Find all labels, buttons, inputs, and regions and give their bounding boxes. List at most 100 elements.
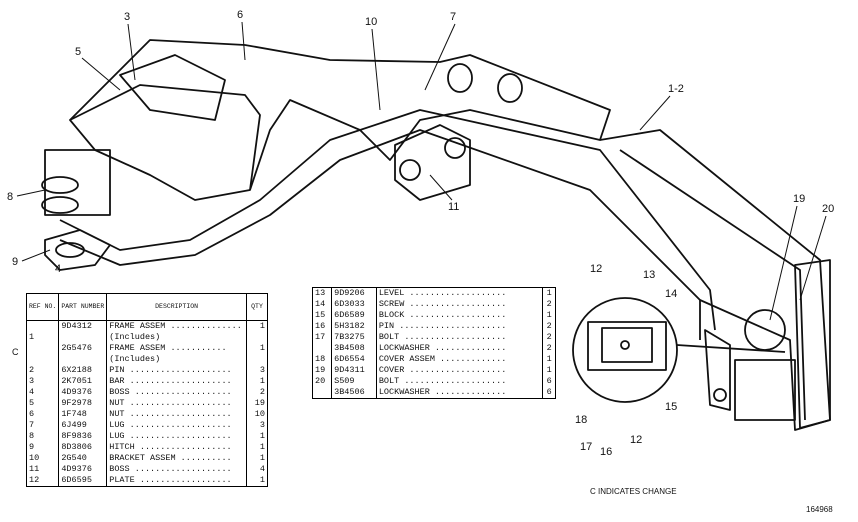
cell-qty: 1 bbox=[546, 354, 552, 364]
cell-desc: PLATE .................. bbox=[106, 475, 247, 487]
cell-qty: 3 bbox=[259, 365, 265, 375]
cell-desc: BOLT .................... bbox=[376, 332, 544, 343]
cell-desc: PIN ..................... bbox=[376, 321, 544, 332]
cell-ref bbox=[26, 354, 60, 365]
cell-part bbox=[331, 398, 377, 399]
cell-qty: 1 bbox=[546, 288, 552, 298]
cell-part: 4D9376 bbox=[58, 464, 108, 475]
callout-10: 10 bbox=[365, 16, 377, 28]
cell-desc: COVER ASSEM ............. bbox=[376, 354, 544, 365]
cell-qty: 1 bbox=[259, 376, 265, 386]
cell-qty: 19 bbox=[254, 398, 265, 408]
frame-top-plate bbox=[69, 84, 261, 191]
cell-ref: 6 bbox=[26, 409, 60, 420]
leader-19 bbox=[769, 205, 798, 321]
cell-part: S509 bbox=[331, 376, 377, 387]
cell-part: 9D9206 bbox=[331, 287, 377, 299]
front-frame-outline bbox=[69, 39, 611, 201]
callout-1-2: 1-2 bbox=[668, 83, 684, 95]
hitch-bore bbox=[55, 242, 85, 258]
cell-ref: 17 bbox=[312, 332, 333, 343]
leader-9 bbox=[21, 249, 51, 262]
frame-opening bbox=[119, 54, 226, 121]
cell-ref: 20 bbox=[312, 376, 333, 387]
inset-level-block bbox=[601, 327, 653, 363]
cell-part: 8D3806 bbox=[58, 442, 108, 453]
callout-7: 7 bbox=[450, 11, 456, 23]
inset-callout-17: 17 bbox=[580, 441, 592, 453]
side-rail-lower bbox=[59, 129, 701, 340]
cell-ref: 3 bbox=[26, 376, 60, 387]
cell-ref bbox=[26, 320, 60, 332]
change-marker: C bbox=[12, 347, 19, 357]
callout-4: 4 bbox=[55, 263, 61, 275]
cell-desc: LUG .................... bbox=[106, 431, 247, 442]
inset-cover-plate bbox=[587, 321, 667, 371]
cell-qty: 4 bbox=[259, 464, 265, 474]
cell-desc: (Includes) bbox=[106, 354, 247, 365]
cell-ref bbox=[312, 343, 333, 354]
cell-ref: 13 bbox=[312, 287, 333, 299]
cell-qty: 1 bbox=[546, 310, 552, 320]
cell-qty bbox=[247, 354, 268, 365]
cell-ref: 18 bbox=[312, 354, 333, 365]
parts-table-left: REF NO. PART NUMBER DESCRIPTION QTY 9D43… bbox=[26, 293, 268, 487]
cell-desc: BLOCK ................... bbox=[376, 310, 544, 321]
cell-ref: 2 bbox=[26, 365, 60, 376]
cell-part: 2G540 bbox=[58, 453, 108, 464]
cell-desc: BRACKET ASSEM .......... bbox=[106, 453, 247, 464]
cell-part: 3B4506 bbox=[331, 387, 377, 398]
table-row: 1(Includes) bbox=[26, 332, 268, 343]
header-desc: DESCRIPTION bbox=[106, 293, 247, 321]
cell-part: 2G5476 bbox=[58, 343, 108, 354]
cell-ref bbox=[26, 343, 60, 354]
change-note: C INDICATES CHANGE bbox=[590, 487, 677, 496]
cell-part: 4D9376 bbox=[58, 387, 108, 398]
callout-8: 8 bbox=[7, 191, 13, 203]
cell-qty: 1 bbox=[259, 431, 265, 441]
cell-part: 2K7051 bbox=[58, 376, 108, 387]
table-row bbox=[312, 398, 556, 399]
bracket-bore bbox=[399, 159, 421, 181]
side-rail-upper bbox=[59, 109, 716, 331]
front-lugs bbox=[44, 149, 111, 216]
cell-part: 5H3182 bbox=[331, 321, 377, 332]
rear-lug bbox=[704, 329, 731, 411]
cell-ref bbox=[312, 387, 333, 398]
cell-ref bbox=[312, 398, 333, 399]
cell-part: 7B3275 bbox=[331, 332, 377, 343]
boss-left bbox=[447, 63, 473, 93]
cell-part: 6D6595 bbox=[58, 475, 108, 487]
inset-callout-12-bottom: 12 bbox=[630, 434, 642, 446]
cell-desc: FRAME ASSEM .............. bbox=[106, 320, 247, 332]
cell-part: 6D6589 bbox=[331, 310, 377, 321]
cell-part: 9D4312 bbox=[58, 320, 108, 332]
cell-qty: 6 bbox=[546, 387, 552, 397]
leader-6 bbox=[241, 21, 246, 61]
cell-desc: LUG .................... bbox=[106, 420, 247, 431]
cell-desc: COVER ................... bbox=[376, 365, 544, 376]
cell-ref: 1 bbox=[26, 332, 60, 343]
cell-qty: 2 bbox=[546, 299, 552, 309]
rear-end-plate bbox=[794, 259, 831, 429]
callout-6: 6 bbox=[237, 9, 243, 21]
leader-10 bbox=[371, 28, 381, 111]
cell-part: 6J499 bbox=[58, 420, 108, 431]
header-ref: REF NO. bbox=[26, 293, 60, 321]
cell-desc: BOLT .................... bbox=[376, 376, 544, 387]
cell-part: 9F2978 bbox=[58, 398, 108, 409]
cell-qty: 2 bbox=[546, 332, 552, 342]
callout-9: 9 bbox=[12, 256, 18, 268]
